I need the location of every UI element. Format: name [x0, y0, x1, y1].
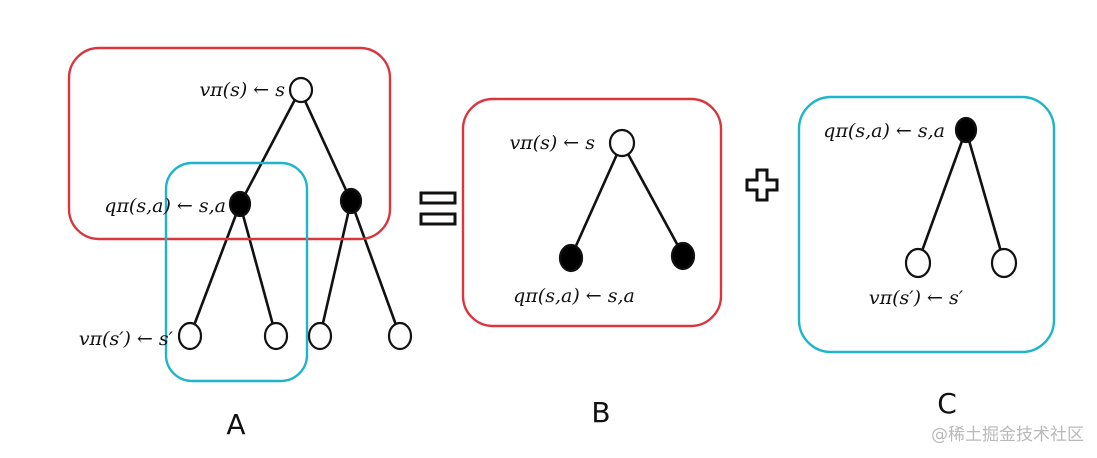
edge-b-root-to-left: [569, 142, 624, 258]
label-v-s-prime-c: vπ(s′) ← s′: [869, 287, 964, 309]
state-node-leaf-4: [387, 321, 413, 351]
action-node-b-right: [670, 241, 696, 271]
red-highlight-box-b: [461, 97, 723, 328]
panel-b: vπ(s) ← s qπ(s,a) ← s,a B: [461, 97, 723, 429]
label-v-s-b: vπ(s) ← s: [509, 132, 595, 154]
state-node-root: [288, 76, 314, 104]
edge-right-action-to-state-4: [349, 200, 402, 337]
panel-c: qπ(s,a) ← s,a vπ(s′) ← s′ C: [797, 95, 1056, 420]
cyan-highlight-box-a: [164, 161, 309, 383]
edge-c-root-to-right: [964, 129, 1006, 263]
state-node-c-left: [904, 247, 932, 279]
edge-right-action-to-state-3: [318, 200, 353, 337]
label-q-sa-a: qπ(s,a) ← s,a: [104, 195, 226, 217]
state-node-leaf-2: [263, 321, 289, 351]
action-node-c-root: [954, 116, 978, 144]
edge-left-action-to-state-2: [238, 203, 278, 337]
panel-label-c: C: [937, 387, 957, 420]
state-node-leaf-1: [177, 321, 203, 351]
panel-a: vπ(s) ← s qπ(s,a) ← s,a vπ(s′) ← s′ A: [67, 46, 413, 441]
panel-label-b: B: [591, 396, 610, 429]
action-node-b-left: [558, 243, 584, 273]
plus-shape: [745, 168, 779, 202]
edge-root-to-right-action: [298, 89, 353, 202]
state-node-c-right: [990, 247, 1018, 279]
label-v-s-prime-a: vπ(s′) ← s′: [79, 328, 174, 350]
watermark-text: @稀土掘金技术社区: [931, 425, 1084, 445]
state-node-b-root: [608, 128, 636, 158]
edge-root-to-left-action: [238, 89, 302, 205]
edge-left-action-to-state-1: [188, 203, 242, 337]
equals-sign: [419, 191, 457, 226]
panel-label-a: A: [226, 408, 245, 441]
label-v-s-a: vπ(s) ← s: [199, 79, 285, 101]
red-highlight-box-a: [67, 46, 392, 241]
plus-sign: [745, 168, 779, 202]
state-node-leaf-3: [307, 321, 333, 351]
cyan-highlight-box-c: [797, 95, 1056, 354]
edge-c-root-to-left: [916, 129, 968, 263]
action-node-left: [228, 190, 252, 218]
equals-bar-top: [419, 191, 457, 205]
edge-b-root-to-right: [620, 142, 685, 256]
action-node-right: [339, 187, 363, 215]
label-q-sa-c: qπ(s,a) ← s,a: [823, 120, 945, 142]
equals-bar-bottom: [419, 212, 457, 226]
label-q-sa-b: qπ(s,a) ← s,a: [513, 285, 635, 307]
